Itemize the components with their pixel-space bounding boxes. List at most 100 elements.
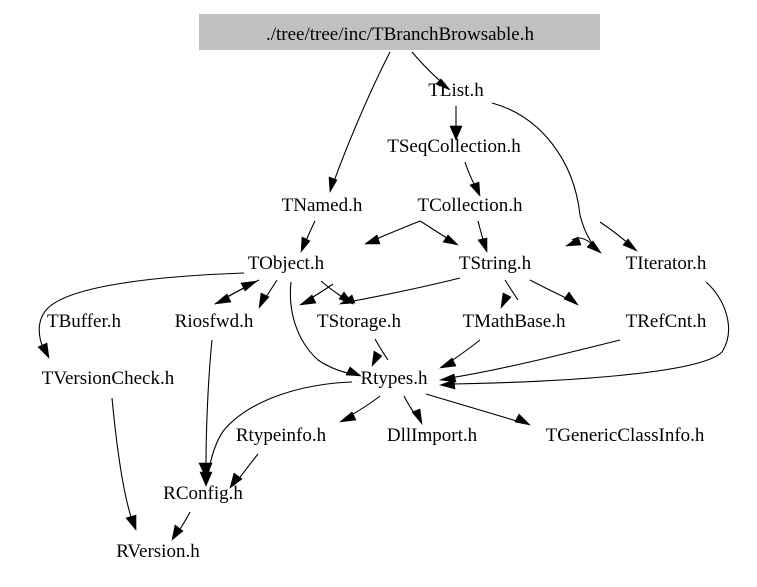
arrowhead-icon	[240, 280, 258, 292]
edge-line	[451, 281, 730, 385]
graph-node-tseqcoll[interactable]: TSeqCollection.h	[387, 136, 521, 157]
node-label-tcollection: TCollection.h	[417, 195, 523, 216]
edge-tmathbase-to-rtypes	[439, 339, 481, 369]
edge-line	[205, 339, 213, 465]
node-label-tgeneric: TGenericClassInfo.h	[546, 425, 705, 446]
node-label-riosfwd: Riosfwd.h	[175, 311, 254, 332]
arrowhead-icon	[371, 350, 383, 367]
root-node-background	[199, 14, 600, 50]
edge-line	[349, 395, 381, 417]
arrowhead-icon	[477, 237, 488, 253]
arrowhead-icon	[500, 292, 512, 309]
graph-node-tcollection[interactable]: TCollection.h	[417, 195, 523, 216]
arrowhead-icon	[300, 236, 311, 253]
edge-titerator-to-rtypes	[438, 281, 730, 390]
graph-node-rtypes[interactable]: Rtypes.h	[360, 368, 428, 389]
graph-node-rtypeinfo[interactable]: Rtypeinfo.h	[236, 425, 327, 446]
edge-rconfig-to-rversion	[171, 511, 191, 541]
node-label-tmathbase: TMathBase.h	[463, 311, 566, 332]
node-layer: ./tree/tree/inc/TBranchBrowsable.hTList.…	[42, 14, 707, 562]
edge-line	[419, 220, 451, 241]
edge-tobject-to-rtypes	[289, 281, 362, 377]
arrowhead-icon	[345, 366, 362, 377]
edge-rtypes-to-tgeneric	[425, 393, 531, 426]
edge-tstring-to-trefcnt	[529, 279, 579, 306]
arrowhead-icon	[469, 181, 481, 197]
arrowhead-icon	[435, 78, 451, 91]
arrowhead-icon	[339, 411, 357, 423]
graph-node-tmathbase[interactable]: TMathBase.h	[463, 311, 566, 332]
edge-line	[374, 338, 389, 361]
graph-node-tlist[interactable]: TList.h	[428, 80, 484, 101]
node-label-tbuffer: TBuffer.h	[47, 311, 122, 332]
edge-line	[237, 453, 259, 481]
edge-root-to-tlist	[411, 51, 451, 91]
edge-tcollection-to-tobject	[364, 220, 421, 245]
edge-layer	[37, 51, 730, 541]
node-label-tnamed: TNamed.h	[282, 195, 363, 216]
node-label-rconfig: RConfig.h	[163, 483, 243, 504]
edge-tversion-to-rversion	[111, 397, 137, 531]
edge-titerator-to-titer2	[599, 221, 638, 252]
graph-node-rconfig[interactable]: RConfig.h	[163, 483, 243, 504]
graph-node-titerator[interactable]: TIterator.h	[626, 253, 707, 274]
arrowhead-icon	[565, 236, 582, 247]
arrowhead-icon	[411, 408, 423, 425]
edge-tlist-to-tseqcoll	[449, 106, 463, 141]
edge-line	[347, 277, 461, 303]
graph-node-dllimport[interactable]: DllImport.h	[387, 425, 478, 446]
edge-line	[504, 279, 519, 301]
arrowhead-icon	[328, 176, 338, 193]
node-label-dllimport: DllImport.h	[387, 425, 478, 446]
graph-node-trefcnt[interactable]: TRefCnt.h	[626, 311, 707, 332]
node-label-tversion: TVersionCheck.h	[42, 368, 175, 389]
edge-tcollection-to-tstring	[419, 220, 459, 246]
graph-node-root[interactable]: ./tree/tree/inc/TBranchBrowsable.h	[199, 14, 600, 50]
graph-node-tstorage[interactable]: TStorage.h	[317, 311, 401, 332]
arrowhead-icon	[438, 373, 457, 383]
edge-line	[207, 381, 353, 477]
arrowhead-icon	[258, 292, 270, 309]
edge-line	[38, 272, 245, 351]
edge-trefcnt-to-rtypes	[438, 339, 621, 383]
graph-node-tobject[interactable]: TObject.h	[248, 253, 325, 274]
edge-line	[449, 339, 481, 363]
node-label-rversion: RVersion.h	[116, 541, 200, 562]
node-label-tstring: TString.h	[459, 253, 532, 274]
edge-riosfwd-to-rconfig	[198, 339, 213, 479]
graph-node-rversion[interactable]: RVersion.h	[116, 541, 200, 562]
node-label-rtypes: Rtypes.h	[360, 368, 428, 389]
arrowhead-icon	[514, 413, 531, 426]
arrowhead-icon	[339, 294, 356, 305]
edge-rtypes-to-dllimport	[403, 395, 423, 425]
edge-tnamed-to-tobject	[300, 220, 316, 253]
edge-tstring-to-tmathbase	[500, 279, 519, 309]
edge-tstorage-to-tobject	[299, 283, 334, 306]
node-label-tseqcoll: TSeqCollection.h	[387, 136, 521, 157]
graph-node-tgeneric[interactable]: TGenericClassInfo.h	[546, 425, 705, 446]
edge-tbuffer-to-tobject	[214, 280, 258, 305]
arrowhead-icon	[439, 357, 457, 369]
node-label-trefcnt: TRefCnt.h	[626, 311, 707, 332]
node-label-tobject: TObject.h	[248, 253, 325, 274]
arrowhead-icon	[299, 294, 317, 306]
edge-line	[449, 339, 621, 379]
node-label-tlist: TList.h	[428, 80, 484, 101]
edge-line	[332, 51, 391, 185]
graph-node-tversion[interactable]: TVersionCheck.h	[42, 368, 175, 389]
edge-rtypes-to-rtypeinfo	[339, 395, 381, 423]
arrowhead-icon	[586, 240, 602, 254]
graph-node-tbuffer[interactable]: TBuffer.h	[47, 311, 122, 332]
node-label-tstorage: TStorage.h	[317, 311, 401, 332]
node-label-titerator: TIterator.h	[626, 253, 707, 274]
arrowhead-icon	[438, 379, 456, 390]
edge-tseqcoll-to-tcollection	[464, 161, 481, 197]
graph-node-riosfwd[interactable]: Riosfwd.h	[175, 311, 254, 332]
edge-tobject-to-tversion	[37, 272, 245, 359]
graph-node-tstring[interactable]: TString.h	[459, 253, 532, 274]
graph-node-tnamed[interactable]: TNamed.h	[282, 195, 363, 216]
edge-tstring-to-tstorage	[339, 277, 461, 305]
edge-titerator-to-tstring	[565, 236, 595, 247]
